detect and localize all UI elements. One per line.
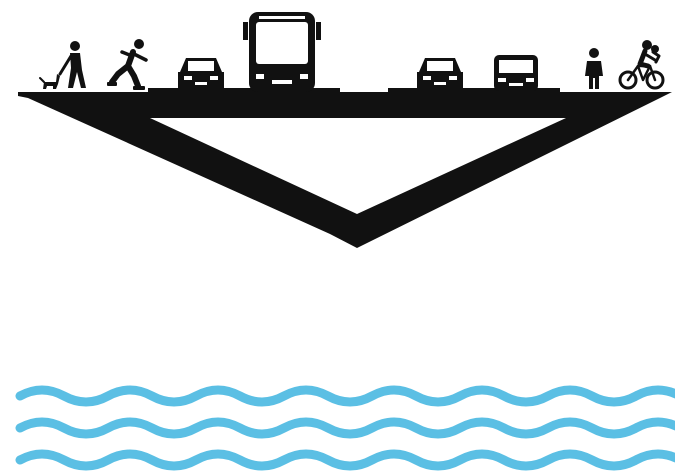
water-waves xyxy=(20,390,675,466)
van-front-icon xyxy=(494,55,538,97)
wave-line xyxy=(20,390,675,402)
wave-line xyxy=(20,422,675,434)
cyclist-icon xyxy=(620,40,663,88)
pedestrian-icon xyxy=(585,48,603,89)
wave-line xyxy=(20,454,675,466)
person-walking-dog-icon xyxy=(40,41,86,89)
bridge-deck-and-girder xyxy=(18,88,672,248)
bridge-structure xyxy=(18,88,672,248)
bus-front-icon xyxy=(243,12,321,98)
inline-skater-icon xyxy=(107,39,146,90)
